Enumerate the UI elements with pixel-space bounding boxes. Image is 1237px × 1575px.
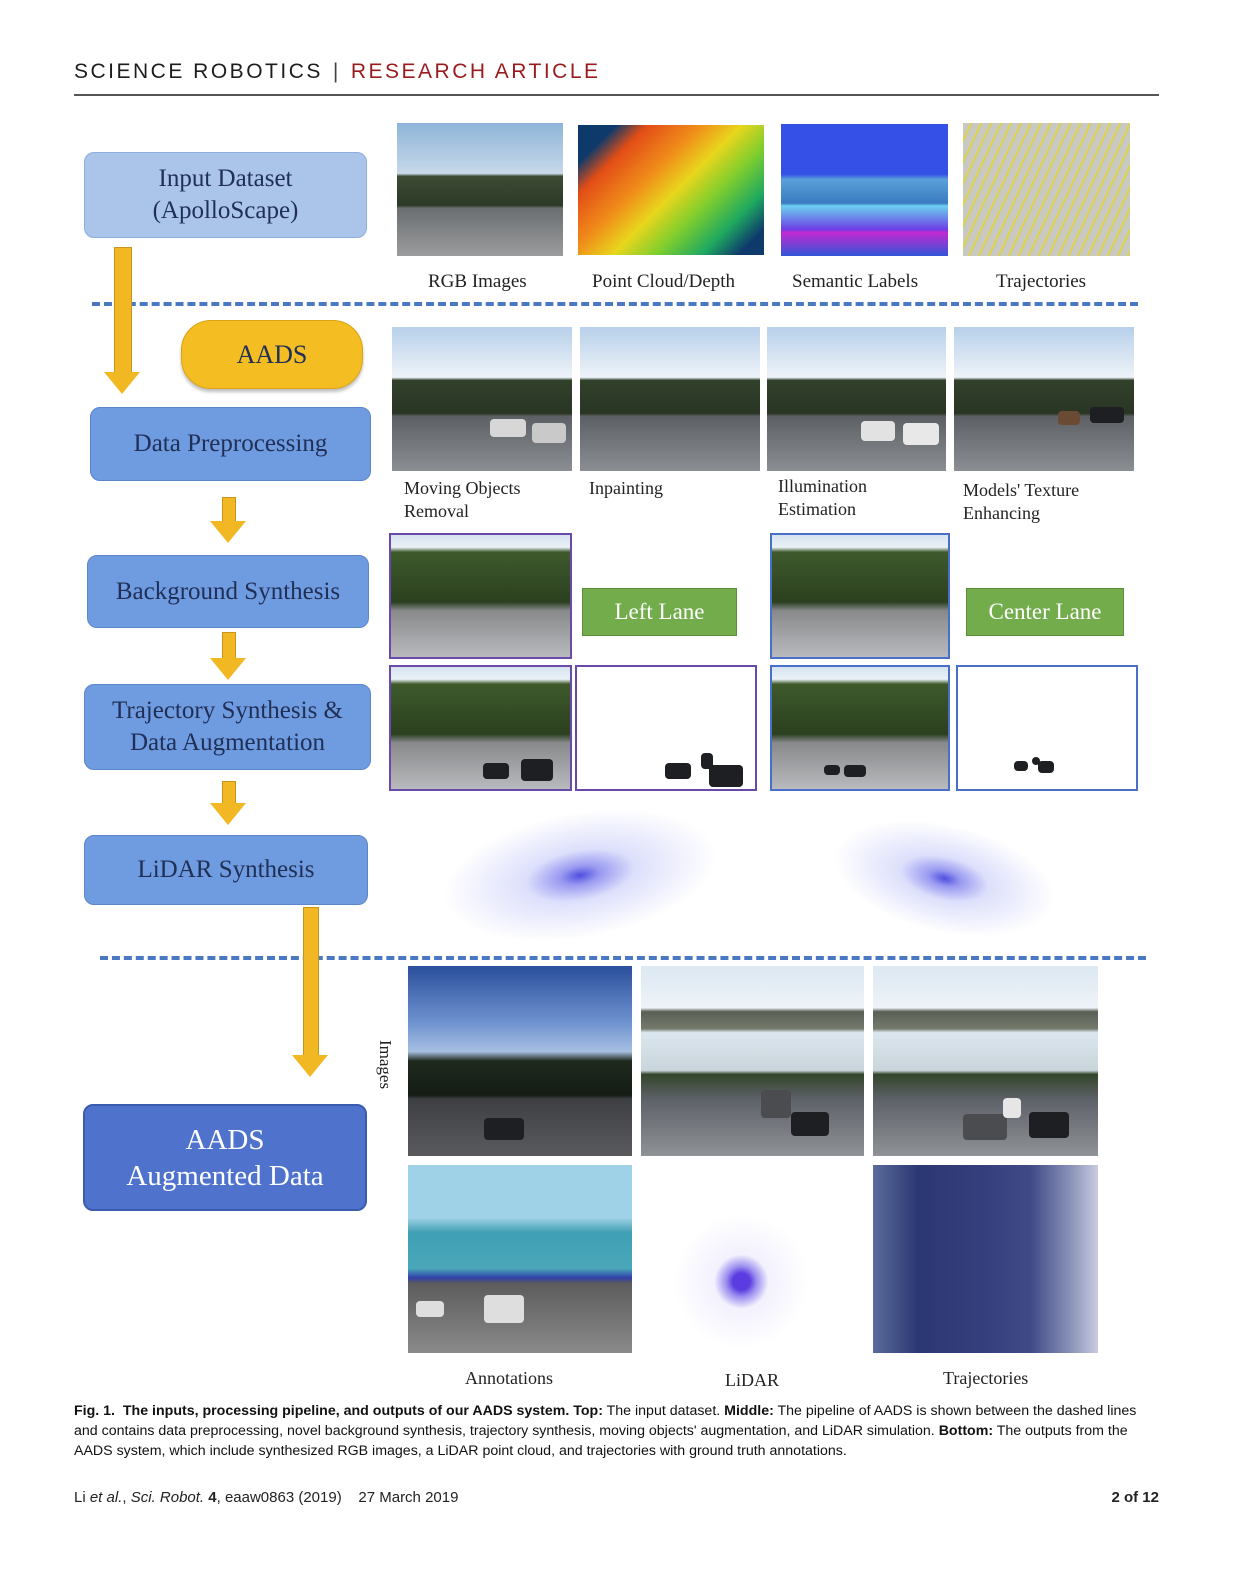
output-lidar-image [641,1165,864,1353]
center-lane-background-image [770,533,950,659]
caption-bottom-label: Bottom: [938,1423,994,1439]
caption-top-label: Top: [573,1403,603,1419]
augmented-data-line1: AADS [185,1123,265,1156]
trajectories-image [963,123,1130,256]
output-annotations-image [408,1165,632,1353]
caption-trajectories: Trajectories [996,271,1087,292]
trajectory-synthesis-line1: Trajectory Synthesis & [111,697,344,724]
caption-lidar: LiDAR [725,1370,779,1390]
top-dashed-separator [92,302,1138,306]
journal-header: SCIENCE ROBOTICS | RESEARCH ARTICLE [74,60,601,84]
caption-top-text: The input dataset. [606,1403,721,1419]
arrow-output-shaft [303,907,319,1057]
point-cloud-image [578,125,764,255]
caption-middle-label: Middle: [724,1403,774,1419]
caption-semantic: Semantic Labels [792,271,919,292]
arrow-trajectory-head [210,803,246,825]
images-label: Images [376,1040,395,1090]
output-image-1 [408,966,632,1156]
arrow-trajectory-shaft [222,781,236,805]
texture-enhancing-image [954,327,1134,471]
arrow-output-head [292,1055,328,1077]
caption-annotations: Annotations [465,1368,553,1388]
figure-title: The inputs, processing pipeline, and out… [122,1403,570,1419]
data-preprocessing-box: Data Preprocessing [90,407,371,481]
left-lane-objects-image [575,665,757,791]
arrow-preprocessing-shaft [222,497,236,523]
left-lane-label: Left Lane [582,588,737,636]
lidar-synthesis-scan-right [803,783,1086,961]
caption-inpainting: Inpainting [589,478,663,498]
header-rule [74,94,1159,96]
publication-date: 27 March 2019 [358,1489,459,1506]
left-lane-background-image [389,533,572,659]
semantic-labels-image [781,124,948,256]
output-image-2 [641,966,864,1156]
background-synthesis-box: Background Synthesis [87,555,369,628]
output-image-3 [873,966,1098,1156]
lidar-synthesis-scan-left [405,769,755,967]
caption-rgb: RGB Images [428,271,527,292]
page-number: 2 of 12 [1111,1489,1159,1506]
lidar-synthesis-box: LiDAR Synthesis [84,835,368,905]
aads-pill: AADS [181,320,363,389]
trajectory-synthesis-box: Trajectory Synthesis & Data Augmentation [84,684,371,770]
trajectory-synthesis-line2: Data Augmentation [129,729,326,756]
illumination-estimation-image [767,327,946,471]
article-type: RESEARCH ARTICLE [350,60,601,83]
input-dataset-box: Input Dataset (ApolloScape) [84,152,367,238]
bottom-dashed-separator [100,956,1146,960]
arrow-background-shaft [222,632,236,660]
moving-objects-removal-image [392,327,572,471]
arrow-background-head [210,658,246,680]
center-lane-label: Center Lane [966,588,1124,636]
journal-name: SCIENCE ROBOTICS [74,60,323,83]
caption-bottom-text: The outputs from the AADS system, which … [74,1423,1128,1459]
input-dataset-line2: (ApolloScape) [152,197,299,224]
caption-middle-text: The pipeline of AADS is shown between th… [74,1403,1137,1439]
output-trajectories-image [873,1165,1098,1353]
aads-augmented-data-box: AADS Augmented Data [83,1104,367,1211]
rgb-image [397,123,563,256]
arrow-input-shaft [114,247,132,374]
center-lane-objects-image [956,665,1138,791]
header-separator: | [332,60,341,83]
input-dataset-line1: Input Dataset [158,165,293,192]
figure-caption: Fig. 1. The inputs, processing pipeline,… [74,1401,1159,1461]
arrow-preprocessing-head [210,521,246,543]
left-lane-augmented-image [389,665,572,791]
inpainting-image [580,327,760,471]
caption-output-trajectories: Trajectories [943,1368,1029,1388]
arrow-input-head [104,372,140,394]
figure-label: Fig. 1. [74,1403,115,1419]
center-lane-augmented-image [770,665,950,791]
caption-point-cloud: Point Cloud/Depth [592,271,736,292]
augmented-data-line2: Augmented Data [126,1159,324,1192]
citation-footer: Li et al., Sci. Robot. 4, eaaw0863 (2019… [74,1489,459,1506]
